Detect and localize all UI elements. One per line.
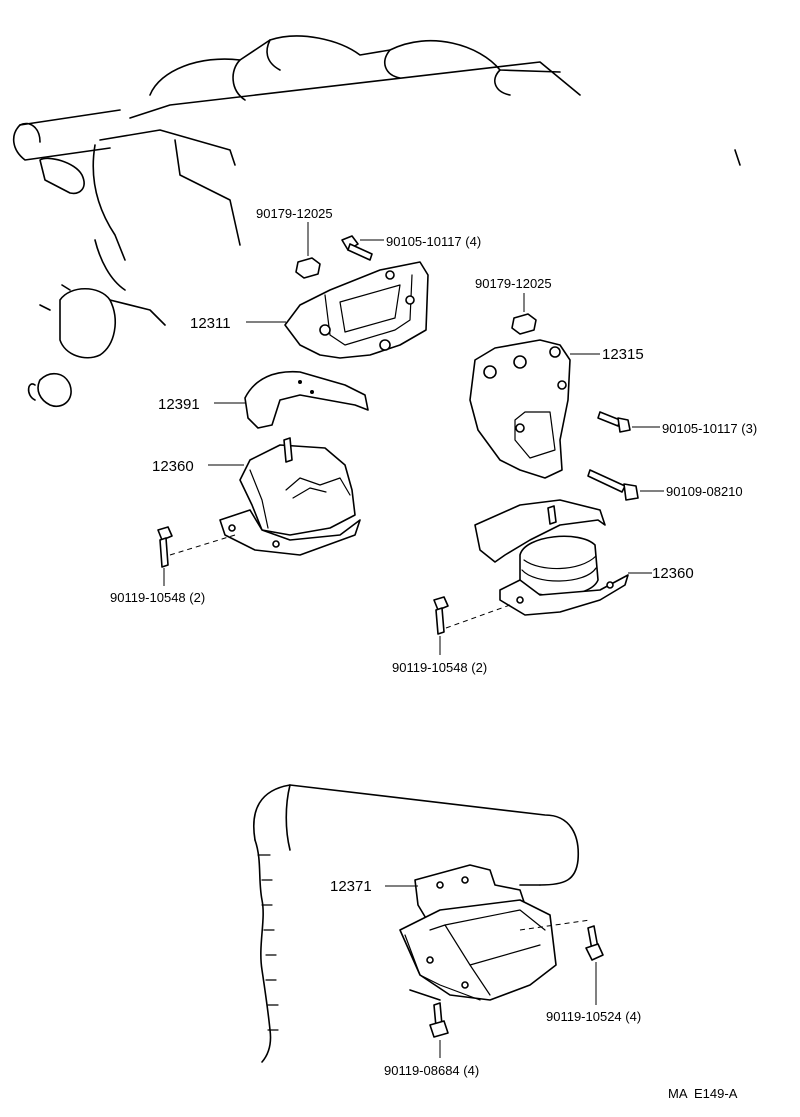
label-bolt-rear-right: 90119-10524 (4) bbox=[546, 1009, 641, 1024]
label-bracket-right: 12315 bbox=[602, 346, 644, 363]
cover-plate-12391 bbox=[214, 370, 369, 429]
bolt-icon bbox=[597, 411, 660, 433]
label-bolt-rear-bottom: 90119-08684 (4) bbox=[384, 1063, 479, 1078]
label-nut-top-right: 90179-12025 bbox=[475, 276, 552, 291]
engine-mount-insulator-12360-left bbox=[208, 437, 361, 556]
nut-icon bbox=[295, 222, 321, 279]
engine-mount-insulator-12360-right bbox=[474, 499, 652, 616]
bolt-icon bbox=[157, 526, 236, 586]
bolt-icon bbox=[585, 925, 604, 1005]
label-cover-left: 12391 bbox=[158, 396, 200, 413]
label-insulator-right: 12360 bbox=[652, 565, 694, 582]
bolt-icon bbox=[341, 235, 384, 261]
label-bracket-left: 12311 bbox=[190, 315, 231, 332]
label-insulator-left: 12360 bbox=[152, 458, 194, 475]
bolt-icon bbox=[429, 1002, 449, 1058]
label-bolt-right-1: 90105-10117 (3) bbox=[662, 421, 757, 436]
nut-icon bbox=[511, 293, 537, 335]
engine-mount-bracket-12315 bbox=[469, 339, 600, 479]
label-nut-top-left: 90179-12025 bbox=[256, 206, 333, 221]
bolt-icon bbox=[587, 469, 664, 501]
label-bolt-bottom-left: 90119-10548 (2) bbox=[110, 590, 205, 605]
label-bolt-bottom-right: 90119-10548 (2) bbox=[392, 660, 487, 675]
label-rear-insulator: 12371 bbox=[330, 878, 372, 895]
rear-mount-insulator-12371 bbox=[385, 864, 591, 1001]
engine-block-outline bbox=[12, 35, 741, 407]
engine-mount-bracket-12311 bbox=[246, 261, 429, 359]
label-bolt-top-left: 90105-10117 (4) bbox=[386, 234, 481, 249]
figure-code: MA E149-A bbox=[668, 1086, 738, 1101]
transmission-outline bbox=[253, 784, 580, 1063]
label-bolt-right-2: 90109-08210 bbox=[666, 484, 743, 499]
bolt-icon bbox=[433, 596, 511, 655]
